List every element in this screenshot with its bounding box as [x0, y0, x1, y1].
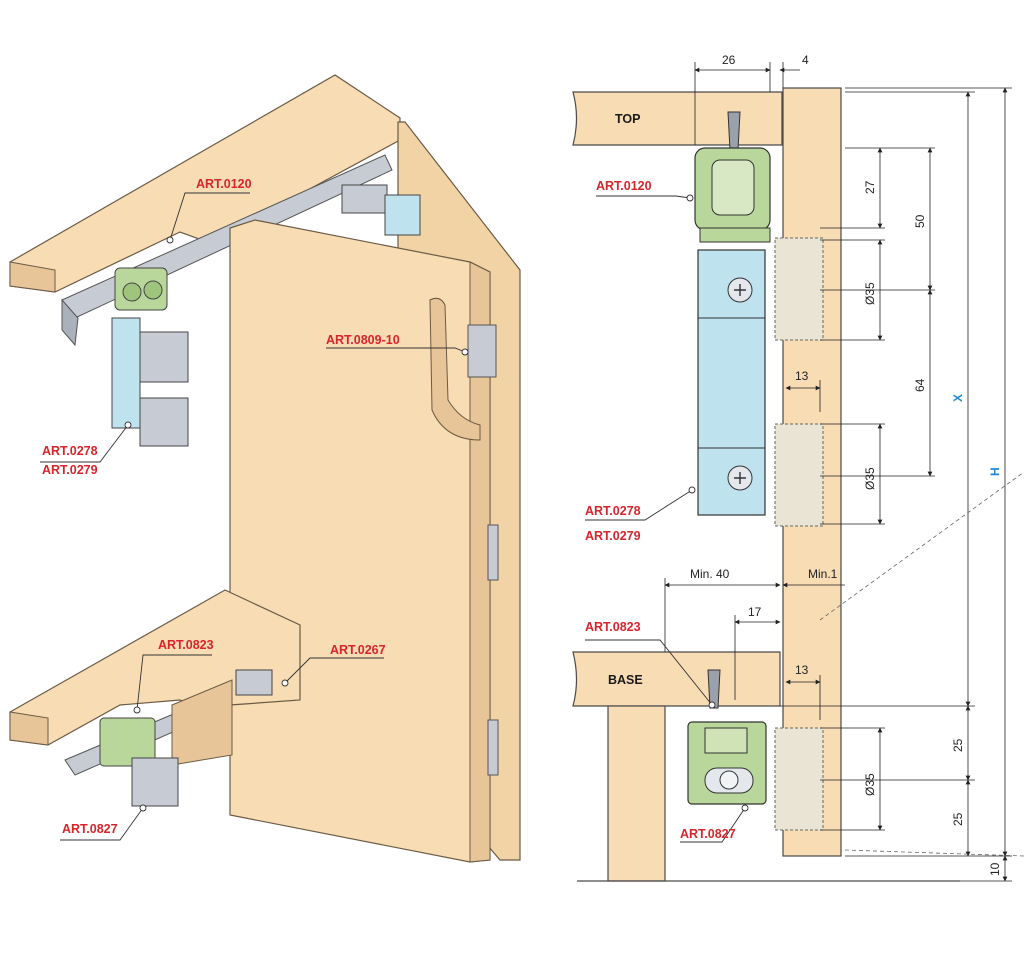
top-panel	[572, 91, 783, 146]
top-roller-wheel	[711, 159, 755, 216]
bracket-screw-2-slot	[734, 472, 746, 484]
upper-back-fitting	[341, 184, 388, 214]
door-edge	[469, 261, 491, 863]
hinge-cup-2	[774, 423, 824, 527]
bottom-carrier-slot	[704, 727, 748, 754]
hinge-cup-1	[774, 237, 824, 341]
dim-35-c: Ø35	[863, 773, 877, 796]
top-screw	[727, 111, 741, 151]
tag-top: TOP	[615, 112, 640, 126]
top-bracket-plate-1	[139, 331, 189, 383]
left-label-art0267: ART.0267	[330, 643, 386, 657]
dim-64: 64	[913, 378, 927, 392]
dim-4: 4	[802, 53, 809, 67]
top-rail-profile	[61, 298, 79, 347]
base-panel	[572, 651, 781, 707]
dim-x: X	[951, 394, 965, 402]
top-shelf-edge	[9, 261, 56, 293]
bottom-block	[171, 679, 233, 766]
top-carrier-base	[699, 227, 771, 243]
tag-base: BASE	[608, 673, 643, 687]
dim-26: 26	[722, 53, 736, 67]
dim-10: 10	[988, 862, 1002, 876]
dim-17: 17	[748, 605, 762, 619]
dim-25-a: 25	[951, 738, 965, 752]
right-label-art0120: ART.0120	[596, 179, 652, 193]
top-carrier-wheel	[122, 282, 142, 302]
bracket-art0267	[235, 669, 273, 696]
hinge-low	[487, 719, 499, 776]
right-label-art0823: ART.0823	[585, 620, 641, 634]
hinge-art0809	[467, 324, 497, 378]
bottom-carrier-screw	[719, 770, 739, 790]
left-label-art0809: ART.0809-10	[326, 333, 400, 347]
bottom-carrier-art0823	[99, 717, 156, 767]
dim-35-a: Ø35	[863, 282, 877, 305]
isometric-view: ART.0120 ART.0809-10 ART.0278 ART.0279 A…	[9, 74, 521, 863]
top-carrier-wheel-2	[143, 280, 163, 300]
right-label-art0278: ART.0278	[585, 504, 641, 518]
right-leaders	[585, 195, 746, 843]
right-leader-dots	[686, 194, 749, 812]
right-label-art0827: ART.0827	[680, 827, 736, 841]
door-notch	[429, 297, 481, 441]
dimension-lines	[664, 62, 1024, 882]
dim-27: 27	[863, 180, 877, 194]
bottom-bracket-art0827	[131, 757, 179, 807]
section-view: TOP BASE	[572, 53, 1024, 882]
hinge-cup-3	[774, 727, 824, 831]
bottom-shelf-edge	[9, 711, 49, 746]
dim-25-b: 25	[951, 812, 965, 826]
bottom-screw	[707, 669, 721, 709]
base-post	[607, 705, 666, 882]
dim-h: H	[988, 467, 1002, 476]
dim-13-b: 13	[795, 663, 809, 677]
bracket-screw-1-slot	[734, 284, 746, 296]
left-leaders	[40, 192, 466, 841]
dim-min40: Min. 40	[690, 567, 730, 581]
left-label-art0279: ART.0279	[42, 463, 98, 477]
hinge-mid	[487, 524, 499, 581]
dim-13-a: 13	[795, 369, 809, 383]
left-label-art0827: ART.0827	[62, 822, 118, 836]
right-label-art0279: ART.0279	[585, 529, 641, 543]
top-bracket-art0278	[111, 317, 141, 429]
left-label-art0278: ART.0278	[42, 444, 98, 458]
top-bracket-plate-2	[139, 397, 189, 447]
upper-back-bracket	[384, 194, 421, 236]
left-label-art0120: ART.0120	[196, 177, 252, 191]
dim-min1: Min.1	[808, 567, 838, 581]
front-door-panel	[229, 219, 491, 863]
dim-50: 50	[913, 214, 927, 228]
leader-dots	[124, 236, 469, 812]
dim-35-b: Ø35	[863, 467, 877, 490]
left-label-art0823: ART.0823	[158, 638, 214, 652]
